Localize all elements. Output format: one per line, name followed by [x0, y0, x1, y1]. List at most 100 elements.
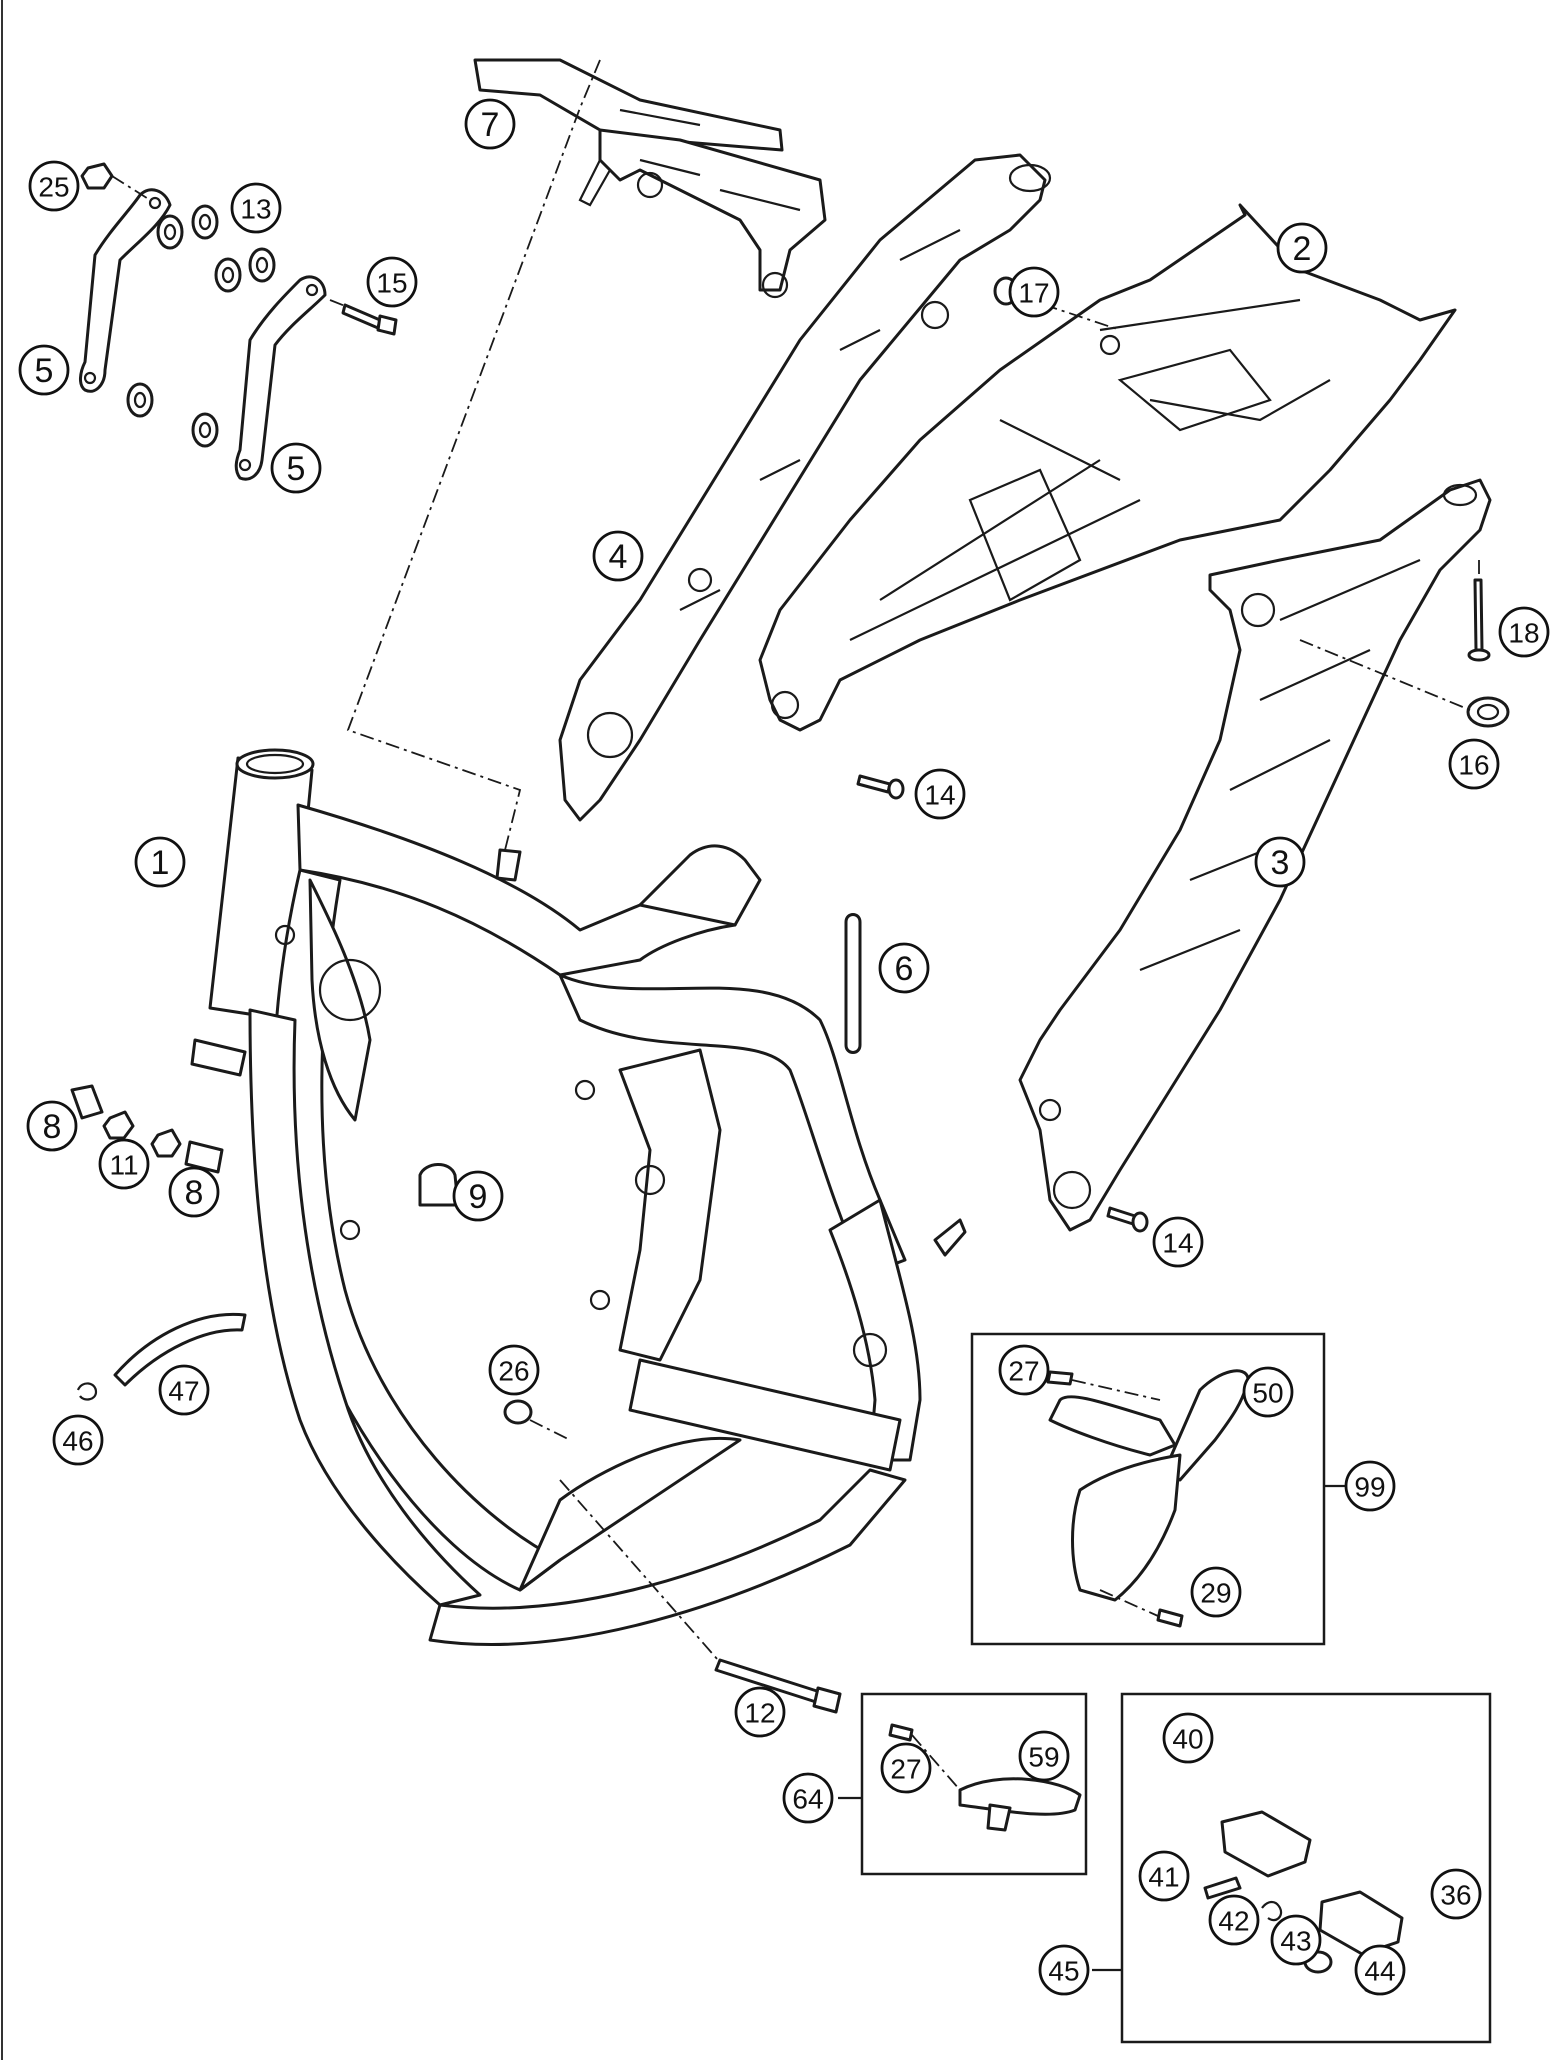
callout-ring — [270, 442, 322, 494]
hardware-nut-26 — [503, 1399, 533, 1425]
callout-ring — [1008, 266, 1060, 318]
callout-number: 7 — [481, 106, 500, 144]
callout-number: 8 — [185, 1174, 204, 1212]
hardware-bracket-5a — [79, 188, 172, 393]
callout-ring — [1208, 1894, 1260, 1946]
callout-ring — [734, 1686, 786, 1738]
callout-c47: 47 — [158, 1364, 210, 1416]
callout-number: 25 — [38, 172, 69, 203]
callout-ring — [452, 1170, 504, 1222]
callout-number: 26 — [498, 1356, 529, 1387]
callout-c36: 36 — [1430, 1868, 1482, 1920]
top-bracket — [473, 58, 827, 299]
hardware-pin-18 — [1467, 578, 1491, 662]
callout-c11: 11 — [98, 1138, 150, 1190]
hardware-screw-14b — [1106, 1206, 1149, 1233]
callout-number: 14 — [1162, 1228, 1193, 1259]
callout-ring — [1038, 1944, 1090, 1996]
rear-subframe — [758, 203, 1457, 732]
callout-c8b: 8 — [168, 1166, 220, 1218]
kit-box-99 — [970, 1332, 1326, 1646]
left-side-cover — [558, 153, 1052, 822]
callout-c15: 15 — [366, 256, 418, 308]
callout-number: 41 — [1148, 1862, 1179, 1893]
hardware-bolt-8b — [184, 1140, 224, 1174]
callout-ring — [1162, 1712, 1214, 1764]
hardware-clamp-46 — [76, 1382, 98, 1401]
callout-ring — [1242, 1366, 1294, 1418]
callout-c1: 1 — [134, 836, 186, 888]
callout-number: 14 — [924, 780, 955, 811]
callout-c9: 9 — [452, 1170, 504, 1222]
callout-number: 4 — [609, 538, 628, 576]
callout-number: 27 — [890, 1754, 921, 1785]
main-frame — [190, 748, 967, 1646]
hardware-grommet-16 — [1466, 696, 1510, 728]
callout-number: 42 — [1218, 1906, 1249, 1937]
callout-number: 12 — [744, 1698, 775, 1729]
callout-number: 64 — [792, 1784, 823, 1815]
hardware-bolt-15 — [341, 303, 398, 336]
hardware-hose-47 — [113, 1312, 247, 1387]
callout-number: 17 — [1018, 278, 1049, 309]
kit-box-45 — [1120, 1692, 1492, 2044]
callout-c45: 45 — [1038, 1944, 1090, 1996]
callout-ring — [782, 1772, 834, 1824]
callout-number: 40 — [1172, 1724, 1203, 1755]
callout-c42: 42 — [1208, 1894, 1260, 1946]
callout-c17: 17 — [1008, 266, 1060, 318]
callout-c46: 46 — [52, 1414, 104, 1466]
callout-ring — [26, 1100, 78, 1152]
callout-number: 45 — [1048, 1956, 1079, 1987]
callout-number: 36 — [1440, 1880, 1471, 1911]
callout-ring — [914, 768, 966, 820]
callout-c5b: 5 — [270, 442, 322, 494]
callout-ring — [592, 530, 644, 582]
callout-c40: 40 — [1162, 1712, 1214, 1764]
callout-c13: 13 — [230, 182, 282, 234]
callout-c14b: 14 — [1152, 1216, 1204, 1268]
callout-c27a: 27 — [998, 1344, 1050, 1396]
callout-ring — [880, 1742, 932, 1794]
callout-number: 1 — [151, 844, 170, 882]
callout-ring — [878, 942, 930, 994]
callout-ring — [1430, 1868, 1482, 1920]
callout-c99: 99 — [1344, 1460, 1396, 1512]
callout-c41: 41 — [1138, 1850, 1190, 1902]
callout-ring — [134, 836, 186, 888]
callout-ring — [28, 160, 80, 212]
callout-ring — [1138, 1850, 1190, 1902]
assembly-leader — [346, 59, 601, 851]
hardware-clip-9 — [418, 1163, 460, 1207]
callout-number: 13 — [240, 194, 271, 225]
callout-c26: 26 — [488, 1344, 540, 1396]
callout-number: 99 — [1354, 1472, 1385, 1503]
callout-ring — [1270, 1914, 1322, 1966]
guard-kit — [888, 1723, 1082, 1832]
hardware-bracket-5b — [234, 275, 327, 481]
callout-ring — [52, 1414, 104, 1466]
hardware-bolt-8a — [70, 1084, 104, 1120]
callout-ring — [1498, 606, 1550, 658]
hardware-nut-25 — [80, 162, 114, 190]
callout-c4: 4 — [592, 530, 644, 582]
callout-ring — [1354, 1944, 1406, 1996]
callout-number: 47 — [168, 1376, 199, 1407]
callout-number: 3 — [1271, 844, 1290, 882]
callout-number: 16 — [1458, 750, 1489, 781]
callout-c50: 50 — [1242, 1366, 1294, 1418]
callout-c29: 29 — [1190, 1566, 1242, 1618]
callout-c16: 16 — [1448, 738, 1500, 790]
callout-number: 8 — [43, 1108, 62, 1146]
callout-c59: 59 — [1018, 1730, 1070, 1782]
callout-ring — [488, 1344, 540, 1396]
callout-c25: 25 — [28, 160, 80, 212]
callout-c7: 7 — [464, 98, 516, 150]
callout-number: 6 — [895, 950, 914, 988]
callout-c14a: 14 — [914, 768, 966, 820]
callout-number: 11 — [109, 1150, 138, 1181]
callout-number: 43 — [1280, 1926, 1311, 1957]
callout-c18: 18 — [1498, 606, 1550, 658]
callout-ring — [168, 1166, 220, 1218]
